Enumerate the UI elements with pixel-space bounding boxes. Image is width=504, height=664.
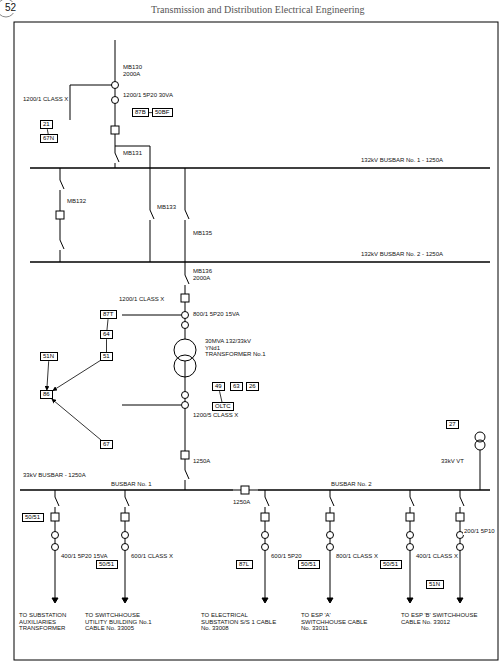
- relay-code: 51N: [43, 353, 54, 359]
- relay-box: 64: [100, 330, 113, 339]
- relay-box: 86: [40, 390, 53, 399]
- relay-box: 63: [230, 382, 243, 391]
- relay-code: OLTC: [215, 403, 231, 409]
- trip-wire: [47, 361, 49, 390]
- relay-box: 27: [446, 420, 459, 429]
- annotation-label: 600/1 5P20: [270, 553, 303, 560]
- relay-box: 50/51: [380, 560, 402, 569]
- relay-code: 51N: [429, 581, 440, 587]
- relay-box: 26: [246, 382, 259, 391]
- relay-box: 51: [100, 352, 113, 361]
- annotation-label: BUSBAR No. 2: [330, 481, 373, 488]
- relay-code: 64: [103, 331, 110, 337]
- annotation-label: MB136: [192, 268, 213, 275]
- relay-box: 87T: [100, 310, 117, 319]
- annotation-label: 800/1 CLASS X: [335, 553, 379, 560]
- relay-code: 50BF: [155, 109, 169, 115]
- annotation-label: 400/1 5P20 15VA: [60, 553, 109, 560]
- trip-wire: [220, 391, 222, 402]
- annotation-label: 1250A: [192, 458, 211, 465]
- annotation-label: 33kV VT: [440, 458, 465, 465]
- trip-wire: [106, 339, 107, 352]
- annotation-label: 400/1 CLASS X: [415, 553, 459, 560]
- trip-wire: [107, 319, 108, 330]
- annotation-label: TO ELECTRICAL SUBSTATION S/S 1 CABLE No.…: [200, 612, 282, 632]
- annotation-label: 132kV BUSBAR No. 2 - 1250A: [360, 251, 444, 258]
- relay-box: 50BF: [152, 108, 173, 117]
- relay-box: 87B: [132, 108, 149, 117]
- annotation-label: MB132: [66, 198, 87, 205]
- relay-code: 67N: [43, 135, 54, 141]
- relay-code: 50/51: [383, 561, 398, 567]
- relay-code: 50/51: [99, 561, 114, 567]
- annotation-label: MB130: [122, 64, 143, 71]
- annotation-label: TO SWITCHHOUSE UTILITY BUILDING No.1 CAB…: [84, 612, 158, 632]
- trip-wire: [53, 361, 100, 391]
- relay-code: 49: [215, 383, 222, 389]
- relay-code: 50/51: [25, 514, 40, 520]
- annotation-label: 800/1 5P20 15VA: [192, 311, 241, 318]
- annotation-label: 2000A: [192, 275, 211, 282]
- relay-code: 86: [43, 391, 50, 397]
- relay-code: 67: [103, 441, 110, 447]
- annotation-label: 132kV BUSBAR No. 1 - 1250A: [360, 157, 444, 164]
- annotation-label: 600/1 CLASS X: [130, 553, 174, 560]
- relay-box: 50/51: [22, 513, 44, 522]
- annotation-label: 2000A: [122, 71, 141, 78]
- relay-box: 49: [212, 382, 225, 391]
- annotation-label: MB131: [122, 150, 143, 157]
- annotation-label: MB135: [192, 230, 213, 237]
- annotation-label: TO ESP 'A' SWITCHHOUSE CABLE No. 33011: [300, 612, 378, 632]
- annotation-label: MB133: [156, 204, 177, 211]
- relay-box: 51N: [426, 580, 444, 589]
- relay-box: 51N: [40, 352, 58, 361]
- trip-wire: [52, 399, 101, 440]
- relay-code: 87L: [239, 561, 249, 567]
- relay-box: 50/51: [298, 560, 320, 569]
- relay-box: 67N: [40, 134, 58, 143]
- relay-code: 87T: [103, 311, 113, 317]
- relay-code: 50/51: [301, 561, 316, 567]
- relay-code: 87B: [135, 109, 146, 115]
- annotation-label: TO ESP 'B' SWITCHHOUSE CABLE No. 33012: [400, 612, 482, 625]
- relay-code: 26: [249, 383, 256, 389]
- annotation-label: TO SUBSTATION AUXILIARIES TRANSFORMER: [18, 612, 82, 632]
- relay-box: 21: [40, 120, 53, 129]
- relay-box: 87L: [236, 560, 253, 569]
- relay-code: 27: [449, 421, 456, 427]
- page-header: Transmission and Distribution Electrical…: [150, 4, 366, 15]
- relay-code: 51: [103, 353, 110, 359]
- annotation-label: BUSBAR No. 1: [110, 481, 153, 488]
- relay-box: 67: [100, 440, 113, 449]
- annotation-label: 1250A: [232, 499, 251, 506]
- annotation-label: 1200/5 CLASS X: [192, 412, 239, 419]
- annotation-label: 33kV BUSBAR - 1250A: [22, 472, 87, 479]
- annotation-label: 30MVA 132/33kV YNd1 TRANSFORMER No.1: [204, 338, 268, 358]
- page-header: 52: [4, 2, 17, 13]
- annotation-label: 200/1 5P10: [463, 528, 496, 535]
- relay-box: 50/51: [96, 560, 118, 569]
- relay-code: 21: [43, 121, 50, 127]
- relay-code: 63: [233, 383, 240, 389]
- annotation-label: 1200/1 CLASS X: [22, 96, 69, 103]
- annotation-label: 1200/1 CLASS X: [118, 296, 165, 303]
- relay-box: OLTC: [212, 402, 234, 411]
- annotation-label: 1200/1 5P20 30VA: [122, 92, 174, 99]
